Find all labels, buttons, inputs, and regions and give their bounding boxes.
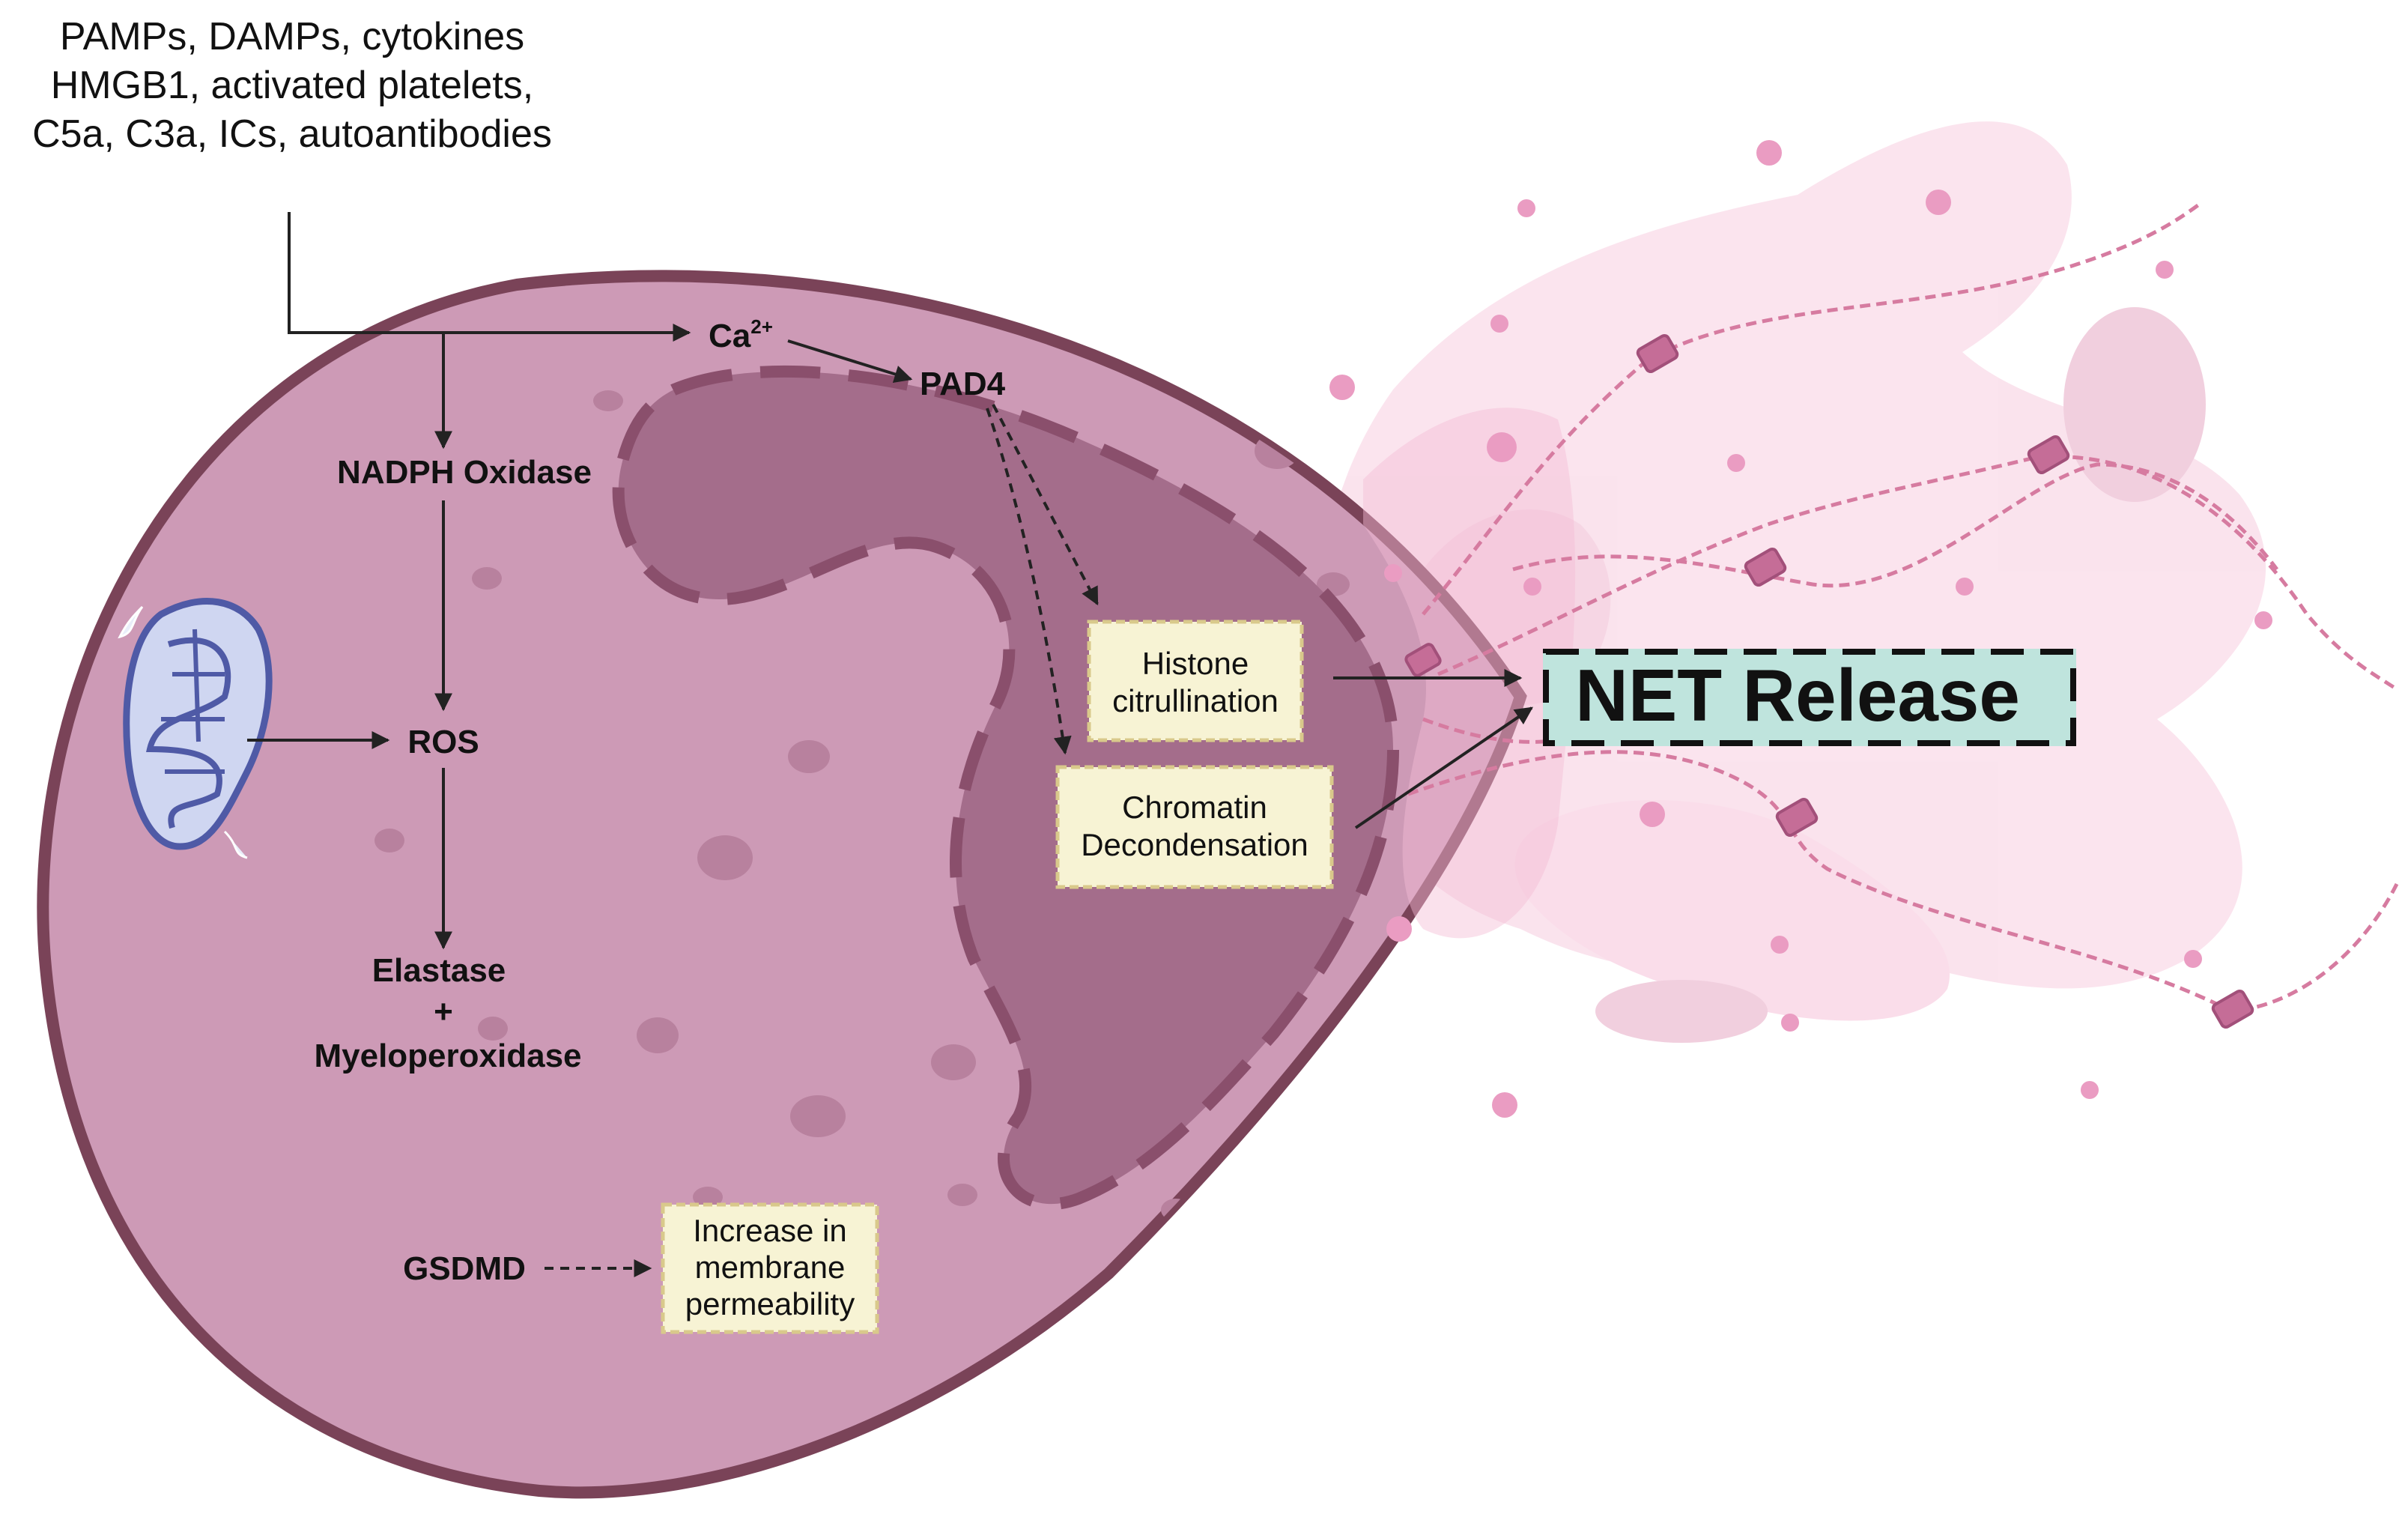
stimuli-line-3: C5a, C3a, ICs, autoantibodies [32, 112, 552, 156]
dna-strands [1407, 200, 2399, 1014]
stimuli-line-1: PAMPs, DAMPs, cytokines [60, 15, 524, 58]
dna-strand-1 [1422, 200, 2204, 616]
dna-strand-2 [1437, 454, 2398, 691]
cloud-blob-right [2063, 307, 2206, 502]
histone-line-1: Histone [1142, 646, 1249, 681]
dna-strand-5 [1422, 717, 1589, 744]
membrane-line-3: permeability [685, 1286, 855, 1321]
elastase-label: Elastase [372, 952, 506, 989]
membrane-permeability-box: Increase in membrane permeability [661, 1202, 879, 1334]
nadph-oxidase-label: NADPH Oxidase [337, 454, 592, 491]
cloud-blob-main [1318, 121, 2266, 989]
arrow-pad4-to-histone [992, 404, 1099, 606]
dna-strand-3 [1512, 462, 2278, 588]
arrow-chromatin-to-net [1354, 706, 1533, 829]
nucleosomes [1404, 333, 2254, 1029]
ros-label: ROS [407, 724, 479, 760]
cloud-overlay [1363, 408, 1576, 939]
stimuli-line-2: HMGB1, activated platelets, [51, 64, 534, 107]
chromatin-line-1: Chromatin [1122, 790, 1267, 825]
histone-line-2: citrullination [1112, 683, 1279, 718]
dna-strand-4 [1407, 750, 2399, 1014]
net-release-box: NET Release [1543, 649, 2076, 746]
net-release-label: NET Release [1575, 654, 2020, 736]
myeloperoxidase-label: Myeloperoxidase [314, 1038, 581, 1074]
nucleus [612, 365, 1400, 1211]
arrow-stimuli-to-ca [288, 212, 691, 342]
gsdmd-label: GSDMD [403, 1250, 526, 1287]
stimuli-text: PAMPs, DAMPs, cytokines HMGB1, activated… [32, 15, 552, 156]
chromatin-decondensation-box: Chromatin Decondensation [1055, 765, 1334, 889]
ca-label: Ca2+ [709, 315, 773, 354]
arrow-pad4-to-chromatin [986, 408, 1072, 755]
pathway-labels: Ca2+ PAD4 NADPH Oxidase ROS Elastase + M… [314, 315, 1005, 1287]
extracellular-particles [1329, 140, 2272, 1118]
chromatin-line-2: Decondensation [1081, 827, 1308, 862]
membrane-line-2: membrane [695, 1250, 846, 1285]
cloud-blob-bottom [1595, 980, 1768, 1043]
net-cloud [1318, 121, 2266, 1043]
granules [374, 390, 1390, 1221]
histone-citrullination-box: Histone citrullination [1087, 620, 1304, 742]
mitochondrion-icon [118, 598, 273, 859]
arrows [247, 212, 1533, 1277]
pad4-label: PAD4 [920, 366, 1006, 402]
cloud-blob-lower [1514, 799, 1950, 1021]
membrane-line-1: Increase in [693, 1213, 846, 1248]
plus-label: + [434, 993, 453, 1030]
arrow-ca-to-pad4 [787, 339, 913, 384]
